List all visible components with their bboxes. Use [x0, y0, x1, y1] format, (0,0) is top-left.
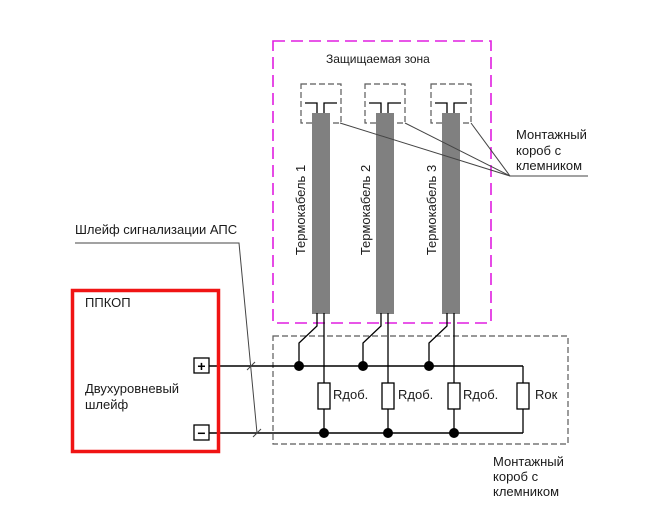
resistor-symbol-2	[381, 382, 395, 410]
alarm-loop-label: Шлейф сигнализации АПС	[75, 222, 237, 237]
thermocable-1	[312, 113, 330, 314]
minus-terminal-box	[193, 424, 210, 441]
leader-tick-minus	[252, 428, 262, 438]
junction-box-bottom-label-line: Монтажный	[493, 454, 564, 469]
protected-zone-title: Защищаемая зона	[326, 52, 430, 66]
leader-tick-plus	[246, 361, 256, 371]
terminal-left	[435, 102, 448, 113]
junction-node	[319, 428, 329, 438]
thermocable-3	[442, 113, 460, 314]
panel-description-line: Двухуровневый	[85, 381, 179, 396]
cable-2-wire-to-plus	[362, 313, 382, 366]
cable-2-wiring	[358, 313, 393, 438]
resistor-2-label: Rдоб.	[398, 387, 433, 402]
junction-box-top-label-line: клемником	[516, 158, 582, 173]
minus-terminal: −	[193, 424, 210, 441]
thermocable-1-label: Термокабель 1	[293, 165, 308, 255]
leader-line-box-2	[404, 122, 511, 177]
resistor-symbol-end	[516, 382, 530, 410]
junction-node	[449, 428, 459, 438]
junction-box-bottom-label-line: короб с	[493, 469, 539, 484]
junction-box-top-label-line: короб с	[516, 143, 562, 158]
resistor-1-label: Rдоб.	[333, 387, 368, 402]
panel-border	[70, 288, 221, 454]
junction-box-bottom-label: Монтажный короб с клемником	[493, 454, 568, 499]
terminal-left	[369, 102, 382, 113]
minus-terminal-sign: −	[197, 425, 205, 441]
resistor-end-label: Rок	[535, 387, 558, 402]
thermocable-2-label: Термокабель 2	[358, 165, 373, 255]
thermocable-3-label: Термокабель 3	[424, 165, 439, 255]
junction-box-bottom-frame	[272, 335, 569, 445]
cable-1-wire-to-plus	[298, 313, 318, 366]
alarm-loop-leader	[75, 242, 258, 434]
panel-description: Двухуровневый шлейф	[85, 381, 183, 412]
plus-terminal: +	[193, 357, 210, 374]
terminal-left	[305, 102, 318, 113]
junction-node	[294, 361, 304, 371]
leader-line-box-1	[339, 122, 511, 177]
protected-zone-border	[272, 40, 492, 324]
junction-box-top-label: Монтажный короб с клемником	[516, 127, 591, 173]
thermocable-2	[376, 113, 394, 314]
resistor-symbol-1	[317, 382, 331, 410]
terminal-right	[453, 102, 467, 113]
cable-1-wiring	[294, 313, 329, 438]
junction-box-bottom-label-line: клемником	[493, 484, 559, 499]
panel-description-line: шлейф	[85, 397, 129, 412]
junction-node	[383, 428, 393, 438]
cable-3-wire-to-plus	[428, 313, 448, 366]
junction-node	[424, 361, 434, 371]
terminal-right	[387, 102, 401, 113]
plus-terminal-sign: +	[197, 358, 205, 374]
plus-terminal-box	[193, 357, 210, 374]
resistor-symbol-3	[447, 382, 461, 410]
panel-title: ППКОП	[85, 295, 131, 310]
junction-node	[358, 361, 368, 371]
cable-3-wiring	[424, 313, 459, 438]
leader-line-box-3	[470, 122, 511, 177]
terminal-right	[323, 102, 337, 113]
resistor-3-label: Rдоб.	[463, 387, 498, 402]
junction-box-top-label-line: Монтажный	[516, 127, 587, 142]
